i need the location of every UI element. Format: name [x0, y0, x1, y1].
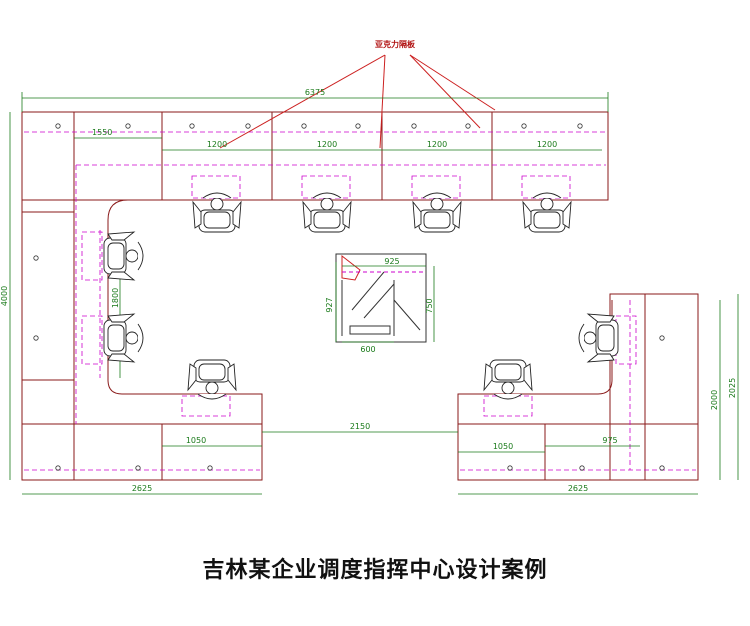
grommet-hole: [245, 123, 251, 129]
office-chair-icon: [483, 359, 533, 400]
dim-center-right: 750: [425, 298, 434, 313]
grommet-hole: [135, 465, 141, 471]
grommet-hole: [55, 465, 61, 471]
grommet-hole: [465, 123, 471, 129]
dim-left-bottom-module: 1050: [186, 436, 206, 445]
dim-top-module-3: 1200: [427, 140, 447, 149]
dim-right-bottom-module-b: 975: [602, 436, 617, 445]
dim-center-top: 925: [384, 257, 399, 266]
dim-left-inner: 1800: [111, 288, 120, 308]
grommet-hole: [33, 255, 39, 261]
office-chair-icon: [103, 313, 144, 363]
grommet-hole: [659, 335, 665, 341]
dim-left-bottom-total: 2625: [132, 484, 152, 493]
acrylic-partition-label: 亚克力隔板: [375, 39, 416, 49]
office-chair-icon: [412, 192, 462, 233]
office-chair-icon: [187, 359, 237, 400]
grommet-hole: [659, 465, 665, 471]
dim-right-bottom-module-a: 1050: [493, 442, 513, 451]
grommet-holes: [33, 123, 665, 471]
dim-center-left: 927: [325, 297, 334, 312]
center-console: [335, 253, 427, 343]
grommet-hole: [125, 123, 131, 129]
grommet-hole: [355, 123, 361, 129]
dim-left-height: 4000: [0, 286, 9, 306]
dim-top-module-2: 1200: [317, 140, 337, 149]
office-chair-icon: [302, 192, 352, 233]
annotation-leaders: [219, 54, 496, 149]
grommet-hole: [301, 123, 307, 129]
dim-right-height-inner: 2000: [710, 390, 719, 410]
dim-top-module-1: 1200: [207, 140, 227, 149]
dim-top-module-4: 1200: [537, 140, 557, 149]
chairs: [103, 192, 619, 400]
dashed-guidelines: [24, 131, 696, 471]
office-chair-icon: [522, 192, 572, 233]
office-chair-icon: [103, 231, 144, 281]
dim-right-height-outer: 2025: [728, 378, 737, 398]
grommet-hole: [411, 123, 417, 129]
grommet-hole: [33, 335, 39, 341]
grommet-hole: [207, 465, 213, 471]
grommet-hole: [55, 123, 61, 129]
grommet-hole: [189, 123, 195, 129]
grommet-hole: [579, 465, 585, 471]
grommet-hole: [521, 123, 527, 129]
office-chair-icon: [192, 192, 242, 233]
office-chair-icon: [578, 313, 619, 363]
dim-center-bottom: 600: [360, 345, 375, 354]
dim-left-return: 1550: [92, 128, 112, 137]
dimension-lines: [9, 92, 739, 495]
dim-gap: 2150: [350, 422, 370, 431]
caption-title: 吉林某企业调度指挥中心设计案例: [202, 558, 548, 583]
dim-top-total: 6375: [305, 88, 325, 97]
dim-right-bottom-total: 2625: [568, 484, 588, 493]
grommet-hole: [577, 123, 583, 129]
grommet-hole: [507, 465, 513, 471]
